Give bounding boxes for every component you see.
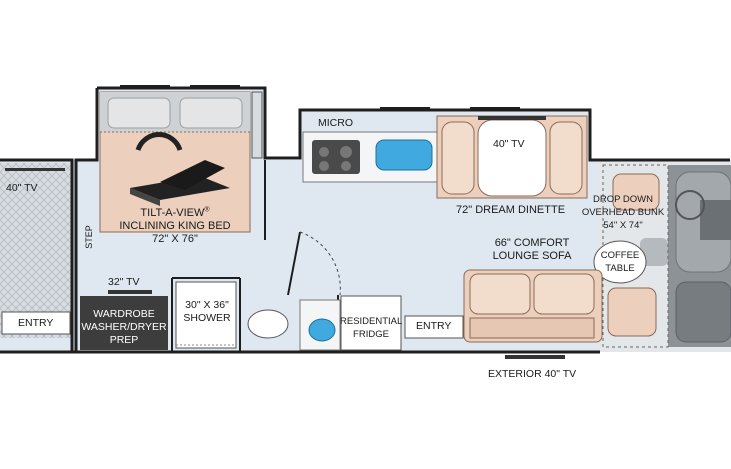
wardrobe-line1: WARDROBE — [93, 308, 155, 320]
bedroom-tv-label: 40" TV — [6, 182, 38, 194]
shower-label: 30" X 36" SHOWER — [178, 299, 236, 325]
rear-garage-floor — [0, 163, 72, 338]
exterior-tv-label: EXTERIOR 40" TV — [488, 368, 577, 380]
bedroom-nightstand-right — [251, 91, 263, 159]
coffee-line2: TABLE — [605, 263, 635, 274]
coffee-table — [593, 240, 647, 284]
bedroom-tv-icon — [5, 168, 65, 171]
fridge-label: RESIDENTIAL FRIDGE — [340, 315, 402, 341]
sofa-label: 66" COMFORT LOUNGE SOFA — [482, 237, 582, 263]
coffee-line1: COFFEE — [600, 250, 640, 261]
wardrobe-line2: WASHER/DRYER — [81, 321, 167, 333]
galley-counter — [302, 131, 438, 183]
bed-label-line1: TILT-A-VIEW — [140, 207, 205, 219]
bed-reg-mark: ® — [204, 206, 210, 214]
bathroom-fixtures — [247, 299, 341, 351]
rear-entry-door — [1, 311, 71, 335]
fridge-line1: RESIDENTIAL — [340, 316, 403, 327]
wardrobe-cabinet — [80, 290, 168, 350]
coffee-table-label: COFFEE TABLE — [595, 249, 645, 275]
lounge-sofa — [463, 269, 603, 343]
shower-line1: 30" X 36" — [185, 299, 229, 311]
wardrobe-tv-label: 32" TV — [108, 276, 140, 288]
residential-fridge — [340, 295, 402, 351]
sofa-line2: LOUNGE SOFA — [492, 250, 572, 262]
cooktop — [312, 140, 360, 174]
bed-size: 72" X 76" — [152, 233, 198, 245]
main-entry-door — [404, 315, 464, 339]
bunk-size: 54" X 74" — [603, 220, 643, 231]
dinette-tv-icon — [478, 116, 546, 120]
dinette-label: 72" DREAM DINETTE — [456, 204, 566, 216]
bunk-line2: OVERHEAD BUNK — [581, 207, 665, 218]
fridge-line2: FRIDGE — [353, 329, 389, 340]
shower-line2: SHOWER — [183, 312, 231, 324]
sofa-line1: 66" COMFORT — [494, 237, 570, 249]
shower-stall — [175, 281, 237, 349]
wardrobe-line3: PREP — [109, 334, 139, 346]
exterior-walls — [0, 86, 730, 354]
kitchen-sink — [375, 139, 433, 171]
king-bed — [99, 91, 251, 233]
bunk-line1: DROP DOWN — [593, 194, 653, 205]
rear-entry-label: ENTRY — [18, 317, 54, 329]
window-markers — [120, 85, 520, 109]
dream-dinette — [436, 115, 588, 199]
micro-label: MICRO — [318, 117, 353, 129]
overhead-bunk-label: DROP DOWN OVERHEAD BUNK 54" X 74" — [578, 193, 668, 232]
bed-label-line2: INCLINING KING BED — [119, 220, 231, 232]
main-entry-label: ENTRY — [416, 320, 452, 332]
bed-label: TILT-A-VIEW® INCLINING KING BED 72" X 76… — [110, 206, 240, 246]
dinette-tv-label: 40" TV — [493, 138, 525, 150]
wardrobe-tv-icon — [108, 290, 152, 294]
front-chairs — [593, 173, 660, 337]
exterior-tv-icon — [505, 355, 565, 359]
wardrobe-label: WARDROBE WASHER/DRYER PREP — [78, 308, 170, 347]
bed-tilt-icon — [130, 132, 230, 206]
step-label: STEP — [83, 225, 94, 249]
